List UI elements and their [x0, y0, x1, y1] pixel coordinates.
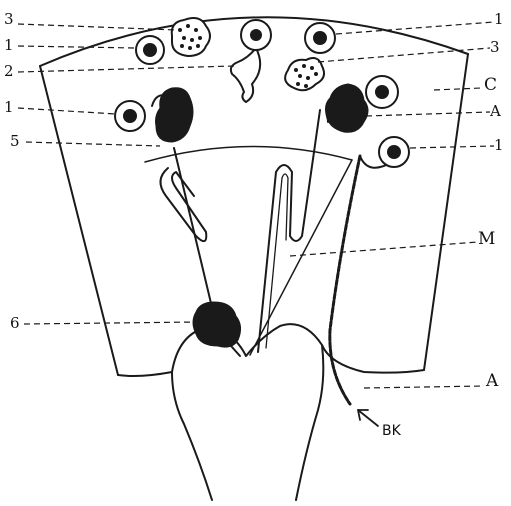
leader-M — [290, 242, 478, 256]
top-stalk — [231, 48, 260, 102]
speckled-blob-top — [172, 18, 210, 56]
leader-1-left-mid — [18, 108, 116, 114]
label-C: C — [484, 78, 497, 93]
right-side-edge — [424, 54, 468, 370]
leader-A-lower — [364, 386, 484, 388]
bottom-boundary — [118, 324, 424, 376]
leader-1-right-low — [410, 146, 494, 148]
label-5: 5 — [10, 134, 20, 149]
glomerulus-left-mid — [156, 88, 194, 142]
label-A-lower: A — [486, 374, 498, 389]
label-1-right-low: 1 — [494, 138, 504, 153]
label-1-left-upper: 1 — [4, 38, 14, 53]
label-bk: BK — [382, 424, 401, 439]
leader-1-left-upper — [18, 46, 136, 48]
stem-left-edge — [172, 372, 212, 500]
leader-2 — [18, 66, 234, 72]
leader-5 — [26, 142, 160, 146]
label-2: 2 — [4, 64, 14, 79]
leader-C — [434, 88, 482, 90]
label-6: 6 — [10, 316, 20, 331]
label-A-upper: A — [490, 104, 501, 119]
bk-arrow-shaft — [358, 410, 378, 426]
leader-6 — [24, 322, 198, 324]
label-3-left: 3 — [4, 12, 14, 27]
left-hairpin — [160, 168, 206, 241]
label-1-left-mid: 1 — [4, 100, 14, 115]
label-M: M — [478, 232, 495, 247]
leader-3-right — [318, 48, 490, 62]
leader-A-upper — [366, 112, 490, 116]
glomerulus-right-mid — [326, 84, 369, 132]
label-3-right: 3 — [490, 40, 500, 55]
glomerulus-bottom — [193, 302, 241, 347]
stem-right-edge — [296, 345, 323, 500]
leader-3-left — [18, 24, 176, 30]
left-side-edge — [40, 66, 118, 375]
central-process-inner — [266, 174, 288, 348]
leader-1-top-right — [336, 22, 494, 34]
label-1-top-right: 1 — [494, 12, 504, 27]
